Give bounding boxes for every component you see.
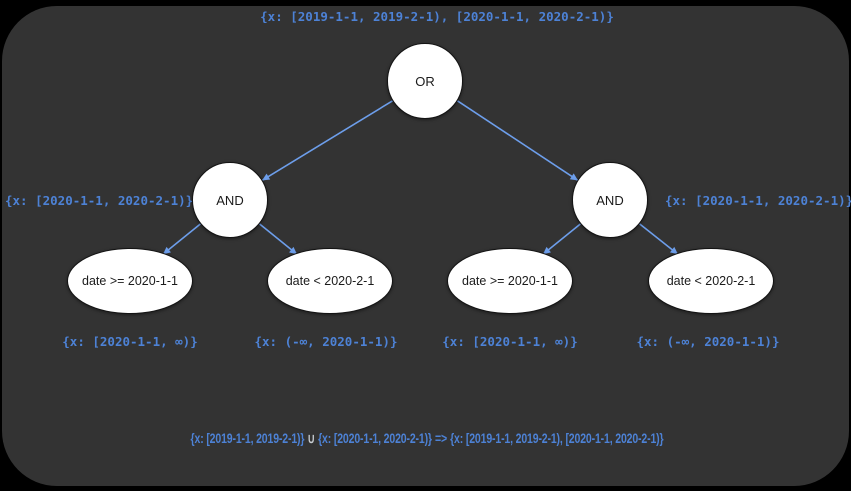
and-right-annotation: {x: [2020-1-1, 2020-2-1)} <box>665 193 851 208</box>
formula-left-set: {x: [2019-1-1, 2019-2-1)} <box>190 431 305 446</box>
and-right-node: AND <box>572 162 648 238</box>
leaf3-annotation: {x: [2020-1-1, ∞)} <box>442 334 578 349</box>
leaf4-condition-node: date < 2020-2-1 <box>648 248 774 314</box>
formula-result-set: {x: [2019-1-1, 2019-2-1), [2020-1-1, 202… <box>450 431 664 446</box>
leaf2-annotation: {x: (-∞, 2020-1-1)} <box>254 334 398 349</box>
edge-and-left-to-leaf2 <box>258 223 298 255</box>
leaf3-condition-node: date >= 2020-1-1 <box>447 248 573 314</box>
or-node-label: OR <box>415 73 435 89</box>
leaf1-annotation: {x: [2020-1-1, ∞)} <box>62 334 198 349</box>
edge-or-to-and-left <box>261 100 394 181</box>
edge-and-right-to-leaf4 <box>639 223 679 255</box>
leaf2-condition-label: date < 2020-2-1 <box>285 274 375 288</box>
implies-symbol: => <box>434 431 447 446</box>
root-result-annotation: {x: [2019-1-1, 2019-2-1), [2020-1-1, 202… <box>260 9 614 24</box>
leaf2-condition-node: date < 2020-2-1 <box>267 248 393 314</box>
and-left-node-label: AND <box>216 192 244 208</box>
leaf4-annotation: {x: (-∞, 2020-1-1)} <box>636 334 780 349</box>
and-right-node-label: AND <box>596 192 624 208</box>
union-formula: {x: [2019-1-1, 2019-2-1)}∪{x: [2020-1-1,… <box>191 431 664 447</box>
or-node: OR <box>387 43 463 119</box>
edge-and-right-to-leaf3 <box>542 223 582 255</box>
edge-and-left-to-leaf1 <box>162 223 202 255</box>
leaf4-condition-label: date < 2020-2-1 <box>666 274 756 288</box>
and-left-annotation: {x: [2020-1-1, 2020-2-1)} <box>5 193 194 208</box>
edge-or-to-and-right <box>456 100 579 181</box>
leaf3-condition-label: date >= 2020-1-1 <box>462 274 558 288</box>
formula-right-set: {x: [2020-1-1, 2020-2-1)} <box>318 431 432 446</box>
and-left-node: AND <box>192 162 268 238</box>
union-symbol: ∪ <box>307 431 315 446</box>
leaf1-condition-node: date >= 2020-1-1 <box>67 248 193 314</box>
leaf1-condition-label: date >= 2020-1-1 <box>82 274 178 288</box>
